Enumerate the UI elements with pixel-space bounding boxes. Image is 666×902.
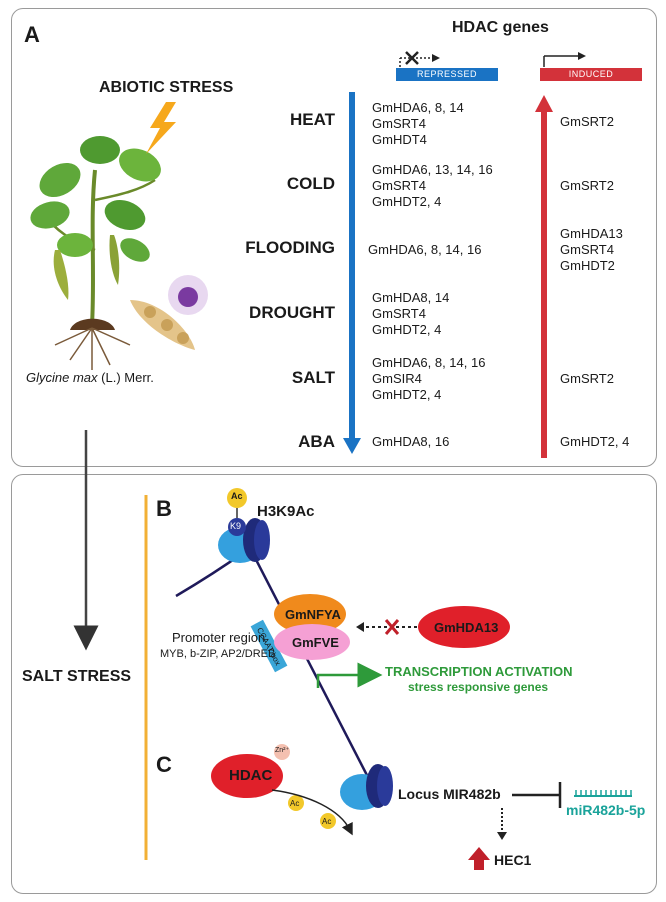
panel-a: [11, 8, 657, 467]
stress-drought: DROUGHT: [249, 303, 335, 322]
hdac-genes-title: HDAC genes: [452, 19, 549, 36]
zinc-ion: [274, 744, 290, 760]
panel-b-label: B: [156, 496, 172, 521]
gmfve-label: GmFVE: [292, 635, 339, 650]
k9-label: K9: [230, 521, 242, 531]
activation-arrow: [316, 662, 383, 688]
hec1-up-icon: [468, 847, 490, 870]
stress-flooding: FLOODING: [245, 238, 335, 257]
gmhda13-protein: [418, 606, 510, 648]
species-name: Glycine max (L.) Merr.: [26, 370, 154, 385]
block-x-icon: [384, 619, 400, 635]
h3k9ac-label: H3K9Ac: [257, 503, 315, 520]
acetyl-1-label: Ac: [290, 799, 300, 808]
repression-bar: [512, 782, 562, 808]
repressed-aba: GmHDA8, 16: [372, 434, 450, 449]
mirna-strand-icon: [574, 790, 632, 797]
panel-c-label: C: [156, 752, 172, 777]
stress-cold: COLD: [286, 174, 335, 193]
nucleosome-top: [218, 518, 270, 563]
induced-heat: GmSRT2: [560, 114, 614, 129]
transcription-activation-label: TRANSCRIPTION ACTIVATION: [385, 664, 573, 679]
gmhda13-label: GmHDA13: [434, 620, 499, 635]
panel-a-label: A: [24, 22, 40, 47]
induced-flooding: GmHDA13 GmSRT4 GmHDT2: [560, 226, 623, 273]
stress-aba: ABA: [298, 432, 335, 451]
hdac-enzyme: [211, 754, 283, 798]
induced-aba: GmHDT2, 4: [560, 434, 630, 449]
gmnfya-protein: [274, 594, 346, 634]
acetyl-mark: [227, 488, 247, 508]
hec1-label: HEC1: [494, 852, 532, 868]
mirna-label: miR482b-5p: [566, 802, 646, 818]
repressed-banner: REPRESSED: [396, 68, 498, 81]
stress-genes-label: stress responsive genes: [408, 680, 549, 694]
deacetylation-arrow: [271, 789, 353, 836]
acetyl-released-2: [320, 813, 336, 829]
gmfve-protein: [274, 624, 350, 660]
induced-salt: GmSRT2: [560, 371, 614, 386]
locus-label: Locus MIR482b: [398, 786, 501, 802]
stress-salt: SALT: [291, 368, 335, 387]
induced-banner: INDUCED: [540, 68, 642, 81]
induced-promoter-icon: [543, 52, 586, 67]
salt-stress-label: SALT STRESS: [22, 668, 132, 685]
hdac-label: HDAC: [229, 767, 273, 784]
k9-residue: [228, 518, 246, 536]
stress-heat: HEAT: [289, 110, 335, 129]
tf-families-label: MYB, b-ZIP, AP2/DREB: [160, 648, 276, 660]
repressed-salt: GmHDA6, 8, 14, 16 GmSIR4 GmHDT2, 4: [372, 355, 486, 402]
induced-cold: GmSRT2: [560, 178, 614, 193]
repressed-heat: GmHDA6, 8, 14 GmSRT4 GmHDT4: [372, 100, 464, 147]
lightning-icon: [146, 102, 176, 154]
acetyl-2-label: Ac: [322, 817, 332, 826]
nucleosome-bottom: [340, 764, 393, 810]
zinc-label: Zn²⁺: [275, 747, 290, 754]
soybean-plant-illustration: [30, 136, 208, 370]
gmnfya-label: GmNFYA: [285, 607, 341, 622]
acetyl-label: Ac: [231, 491, 243, 501]
repressed-cold: GmHDA6, 13, 14, 16 GmSRT4 GmHDT2, 4: [372, 162, 493, 209]
repressed-promoter-icon: [399, 51, 440, 67]
acetyl-released-1: [288, 795, 304, 811]
abiotic-stress-title: ABIOTIC STRESS: [99, 79, 234, 96]
promoter-region-label: Promoter region: [172, 630, 266, 645]
ccaat-box: [250, 619, 288, 673]
repressed-flooding: GmHDA6, 8, 14, 16: [368, 242, 482, 257]
repressed-drought: GmHDA8, 14 GmSRT4 GmHDT2, 4: [372, 290, 450, 337]
